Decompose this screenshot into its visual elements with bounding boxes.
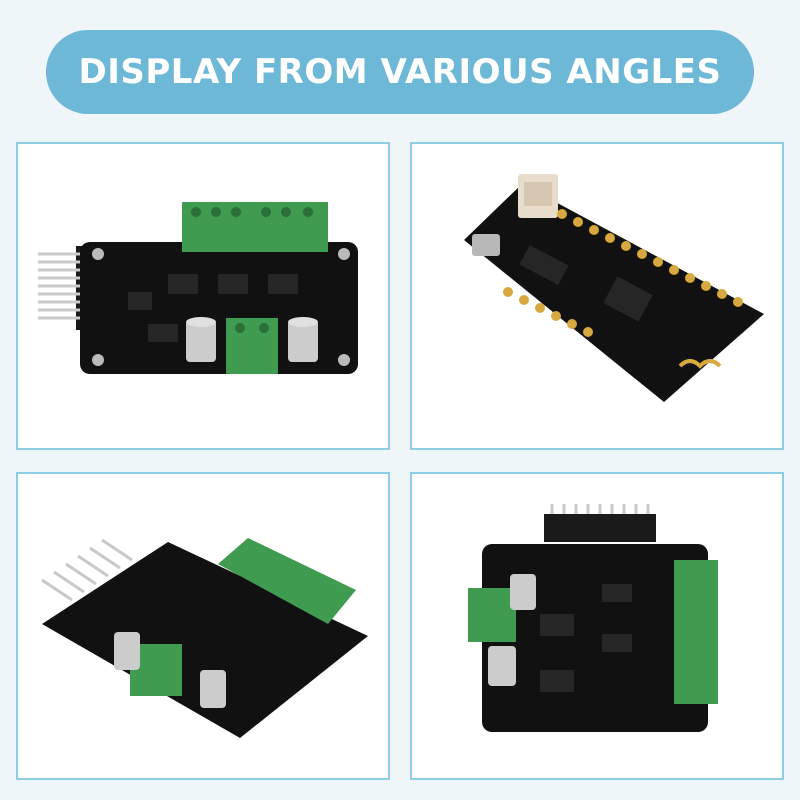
capacitor-right (510, 574, 536, 610)
antenna (678, 359, 722, 369)
terminal-block-right (674, 560, 718, 704)
terminal-block-top (182, 202, 328, 252)
jst-connector (518, 174, 558, 218)
pin-header (41, 538, 133, 602)
terminal-block-top (218, 538, 356, 624)
terminal-block-left (468, 588, 516, 642)
capacitor-right (200, 670, 226, 708)
panel-board-front-view (16, 142, 390, 450)
board-angled-image (41, 538, 368, 738)
usb-port (472, 234, 500, 256)
banner-title: DISPLAY FROM VARIOUS ANGLES (78, 52, 722, 92)
pcb (42, 542, 368, 738)
panel-board-back-view (410, 142, 784, 450)
capacitor-right (288, 317, 318, 362)
title-banner: DISPLAY FROM VARIOUS ANGLES (46, 30, 754, 114)
pcb (482, 544, 708, 732)
capacitor-left (114, 632, 140, 670)
capacitor-left (488, 646, 516, 686)
panel-board-top-view (410, 472, 784, 780)
board-back-image (464, 174, 764, 402)
panel-board-angled-view (16, 472, 390, 780)
capacitor-left (186, 317, 216, 362)
terminal-block-bottom (226, 318, 278, 374)
board-front-image (38, 202, 358, 374)
board-top-image (468, 504, 718, 732)
